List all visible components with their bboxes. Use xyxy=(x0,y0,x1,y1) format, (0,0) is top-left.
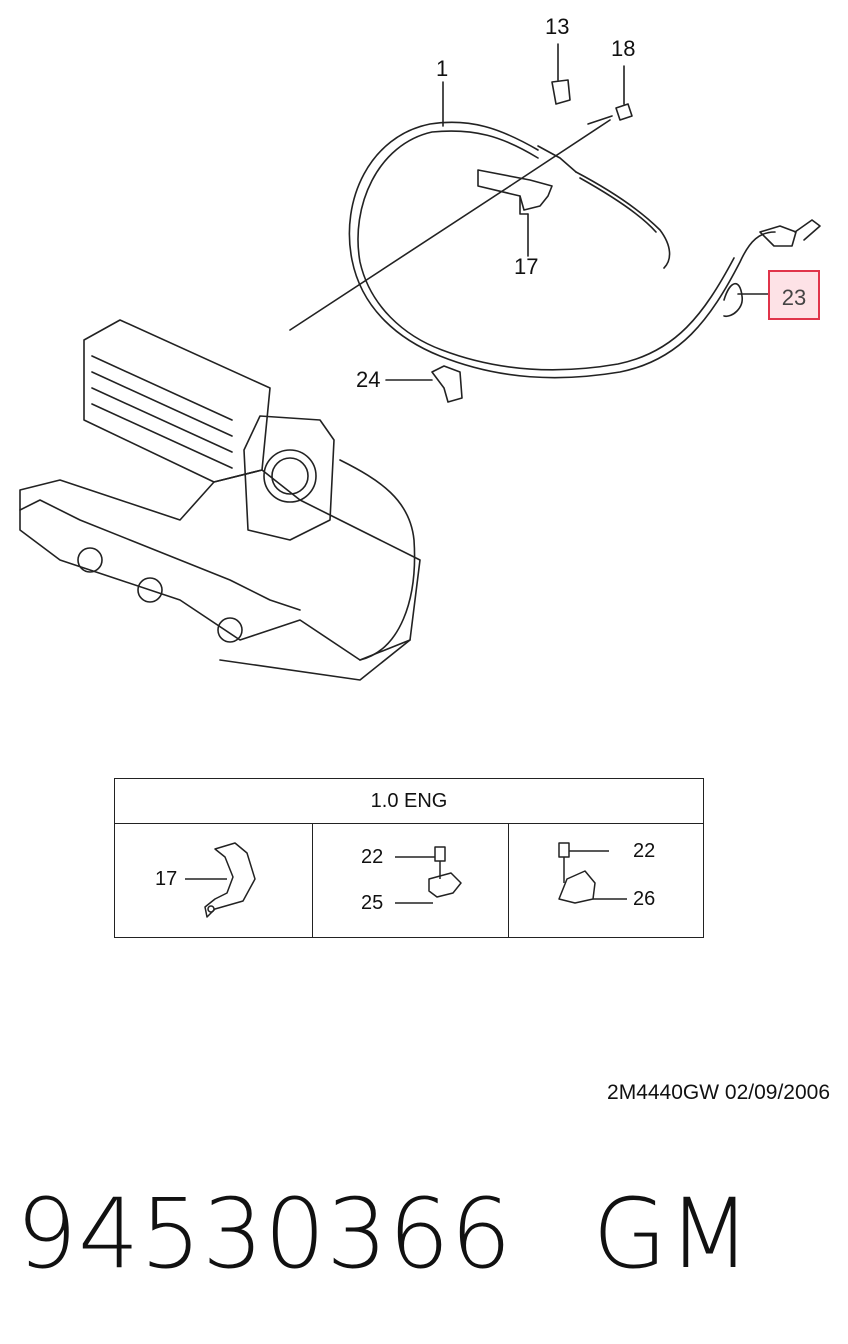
parts-diagram xyxy=(19,43,821,681)
cell-label-22b: 22 xyxy=(633,840,656,862)
bolt-and-clip-25-drawing xyxy=(395,846,462,904)
part-number-title: 94530366 GM xyxy=(16,1178,752,1290)
variant-cell: 22 25 xyxy=(312,823,509,937)
variant-cell: 22 26 xyxy=(508,823,704,937)
drawing-code-date: 2M4440GW 02/09/2006 xyxy=(607,1081,830,1104)
cell-label-22: 22 xyxy=(361,846,384,868)
intake-manifold xyxy=(19,319,421,681)
cell-label-25: 25 xyxy=(361,892,384,914)
callout-13: 13 xyxy=(545,14,570,39)
callout-18: 18 xyxy=(611,36,636,61)
highlighted-part-box: 23 xyxy=(768,270,820,320)
cable-end-fitting xyxy=(759,225,797,247)
engine-variant-table: 1.0 ENG 17 22 25 xyxy=(114,778,704,938)
cell-label-17: 17 xyxy=(155,868,178,890)
callout-17: 17 xyxy=(514,254,539,279)
brand-name: GM xyxy=(592,1178,752,1290)
part-number: 94530366 xyxy=(16,1178,513,1290)
bolt-and-clip-26-drawing xyxy=(558,842,627,904)
clip-23 xyxy=(723,282,743,318)
table-header: 1.0 ENG xyxy=(115,779,703,824)
callout-1: 1 xyxy=(436,56,449,81)
clip-24 xyxy=(431,365,463,403)
bracket-17 xyxy=(477,169,553,211)
clip-13 xyxy=(551,79,571,105)
bolt-18 xyxy=(615,103,633,121)
accelerator-cable xyxy=(348,121,776,379)
callout-24: 24 xyxy=(356,367,381,392)
callout-23: 23 xyxy=(781,285,807,310)
bracket-17-drawing xyxy=(185,842,256,918)
variant-cell: 17 xyxy=(115,823,312,937)
cell-label-26: 26 xyxy=(633,888,656,910)
